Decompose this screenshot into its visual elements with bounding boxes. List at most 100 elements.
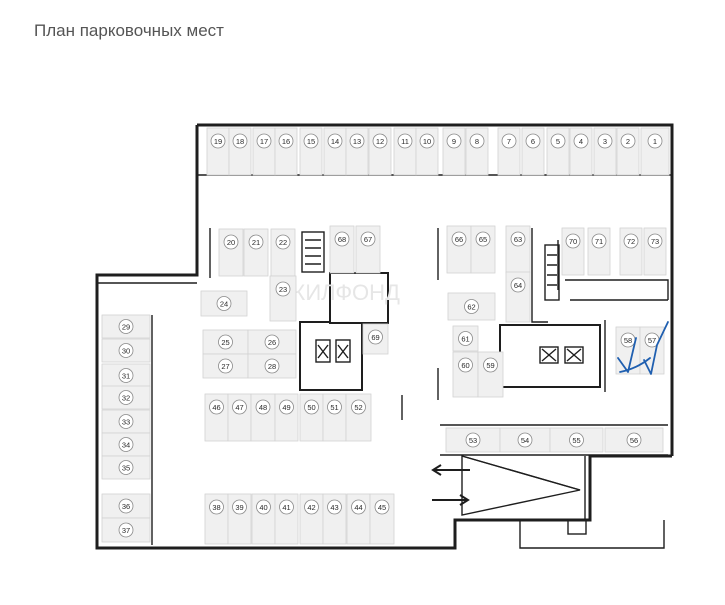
parking-spot[interactable]: 66 [446, 225, 472, 274]
parking-spot[interactable]: 1 [640, 127, 670, 176]
spot-number-label: 22 [279, 238, 287, 247]
parking-spot[interactable]: 55 [549, 427, 604, 453]
parking-spot[interactable]: 8 [465, 127, 489, 176]
parking-spot[interactable]: 56 [604, 427, 664, 453]
parking-spot[interactable]: 43 [322, 493, 347, 545]
parking-spot[interactable]: 35 [101, 455, 151, 480]
parking-spot[interactable]: 3 [593, 127, 617, 176]
spot-number-label: 11 [401, 137, 409, 146]
parking-spot[interactable]: 18 [228, 127, 252, 176]
parking-spot[interactable]: 19 [206, 127, 230, 176]
parking-spot[interactable]: 59 [477, 351, 504, 398]
spot-number-circle [248, 234, 264, 250]
spot-number-label: 40 [259, 503, 267, 512]
parking-spot[interactable]: 7 [497, 127, 521, 176]
spot-number-circle [210, 133, 226, 149]
spot-number-label: 41 [282, 503, 290, 512]
parking-spot[interactable]: 28 [247, 353, 297, 379]
parking-spot[interactable]: 68 [329, 225, 355, 274]
parking-spot[interactable]: 41 [274, 493, 299, 545]
parking-spot[interactable]: 52 [345, 393, 372, 442]
spot-number-circle [517, 432, 533, 448]
parking-spot[interactable]: 31 [101, 363, 151, 388]
parking-spot[interactable]: 30 [101, 338, 151, 363]
spot-number-circle [464, 299, 479, 314]
spot-number-label: 45 [378, 503, 386, 512]
parking-spot[interactable]: 73 [643, 227, 667, 276]
parking-spot[interactable]: 22 [270, 228, 296, 277]
parking-spot[interactable]: 25 [202, 329, 249, 355]
stair-core-right [499, 244, 601, 388]
spot-number-circle [278, 133, 294, 149]
spot-number-label: 52 [354, 403, 362, 412]
parking-spot[interactable]: 61 [452, 325, 479, 352]
spot-number-label: 66 [455, 235, 463, 244]
spot-number-circle [118, 460, 134, 475]
parking-spot[interactable]: 51 [322, 393, 347, 442]
parking-spot[interactable]: 6 [521, 127, 545, 176]
parking-spot[interactable]: 60 [452, 351, 479, 398]
spot-number-label: 21 [252, 238, 260, 247]
spot-number-label: 32 [122, 394, 130, 403]
parking-spot[interactable]: 27 [202, 353, 249, 379]
spot-number-label: 7 [507, 137, 511, 146]
parking-spot[interactable]: 45 [369, 493, 395, 545]
parking-spot[interactable]: 50 [299, 393, 324, 442]
parking-spot[interactable]: 49 [274, 393, 299, 442]
parking-spot[interactable]: 10 [415, 127, 439, 176]
parking-spot[interactable]: 15 [299, 127, 323, 176]
parking-spot[interactable]: 23 [269, 275, 297, 322]
parking-spot[interactable]: 46 [204, 393, 229, 442]
parking-spot[interactable]: 24 [200, 290, 248, 317]
parking-spot[interactable]: 14 [323, 127, 347, 176]
parking-spot[interactable]: 42 [299, 493, 324, 545]
parking-spot[interactable]: 33 [101, 409, 151, 434]
parking-spot[interactable]: 4 [569, 127, 593, 176]
spot-number-circle [647, 133, 663, 149]
parking-spot[interactable]: 11 [393, 127, 417, 176]
parking-spot[interactable]: 54 [499, 427, 551, 453]
parking-spot[interactable]: 39 [227, 493, 252, 545]
spot-number-label: 29 [122, 323, 130, 332]
parking-spot[interactable]: 37 [101, 517, 151, 543]
parking-spot[interactable]: 17 [252, 127, 276, 176]
parking-spot[interactable]: 12 [368, 127, 392, 176]
spot-number-circle [565, 233, 581, 249]
parking-spot[interactable]: 65 [470, 225, 496, 274]
parking-spot[interactable]: 48 [250, 393, 276, 442]
parking-spot[interactable]: 67 [355, 225, 381, 274]
parking-spot[interactable]: 5 [546, 127, 570, 176]
spot-number-circle [360, 231, 376, 247]
parking-spot[interactable]: 29 [101, 314, 151, 339]
spot-number-circle [647, 233, 663, 249]
parking-spot[interactable]: 26 [247, 329, 297, 355]
parking-spot[interactable]: 69 [362, 323, 389, 355]
parking-spot[interactable]: 36 [101, 493, 151, 519]
parking-spot[interactable]: 44 [346, 493, 371, 545]
spot-number-label: 70 [569, 237, 577, 246]
parking-spot[interactable]: 13 [345, 127, 369, 176]
parking-spot[interactable]: 64 [505, 271, 531, 323]
parking-spot[interactable]: 2 [616, 127, 640, 176]
spot-number-label: 30 [122, 347, 130, 356]
spot-number-label: 47 [235, 403, 243, 412]
parking-spot[interactable]: 16 [274, 127, 298, 176]
parking-spot[interactable]: 53 [445, 427, 501, 453]
parking-spot[interactable]: 38 [204, 493, 229, 545]
parking-spot[interactable]: 62 [447, 292, 496, 321]
spot-number-circle [256, 499, 271, 515]
parking-spot[interactable]: 70 [561, 227, 585, 276]
parking-spot[interactable]: 47 [227, 393, 252, 442]
parking-spot[interactable]: 40 [251, 493, 276, 545]
parking-spot[interactable]: 9 [442, 127, 466, 176]
parking-spot[interactable]: 32 [101, 385, 151, 410]
parking-spot[interactable]: 72 [619, 227, 643, 276]
parking-spot[interactable]: 71 [587, 227, 611, 276]
parking-spot[interactable]: 63 [505, 225, 531, 274]
parking-spot[interactable]: 34 [101, 432, 151, 457]
parking-spot[interactable]: 20 [218, 228, 244, 277]
parking-spot[interactable]: 21 [243, 228, 269, 277]
spot-number-label: 64 [514, 281, 522, 290]
spot-number-circle [458, 357, 473, 373]
spot-number-label: 23 [279, 285, 287, 294]
